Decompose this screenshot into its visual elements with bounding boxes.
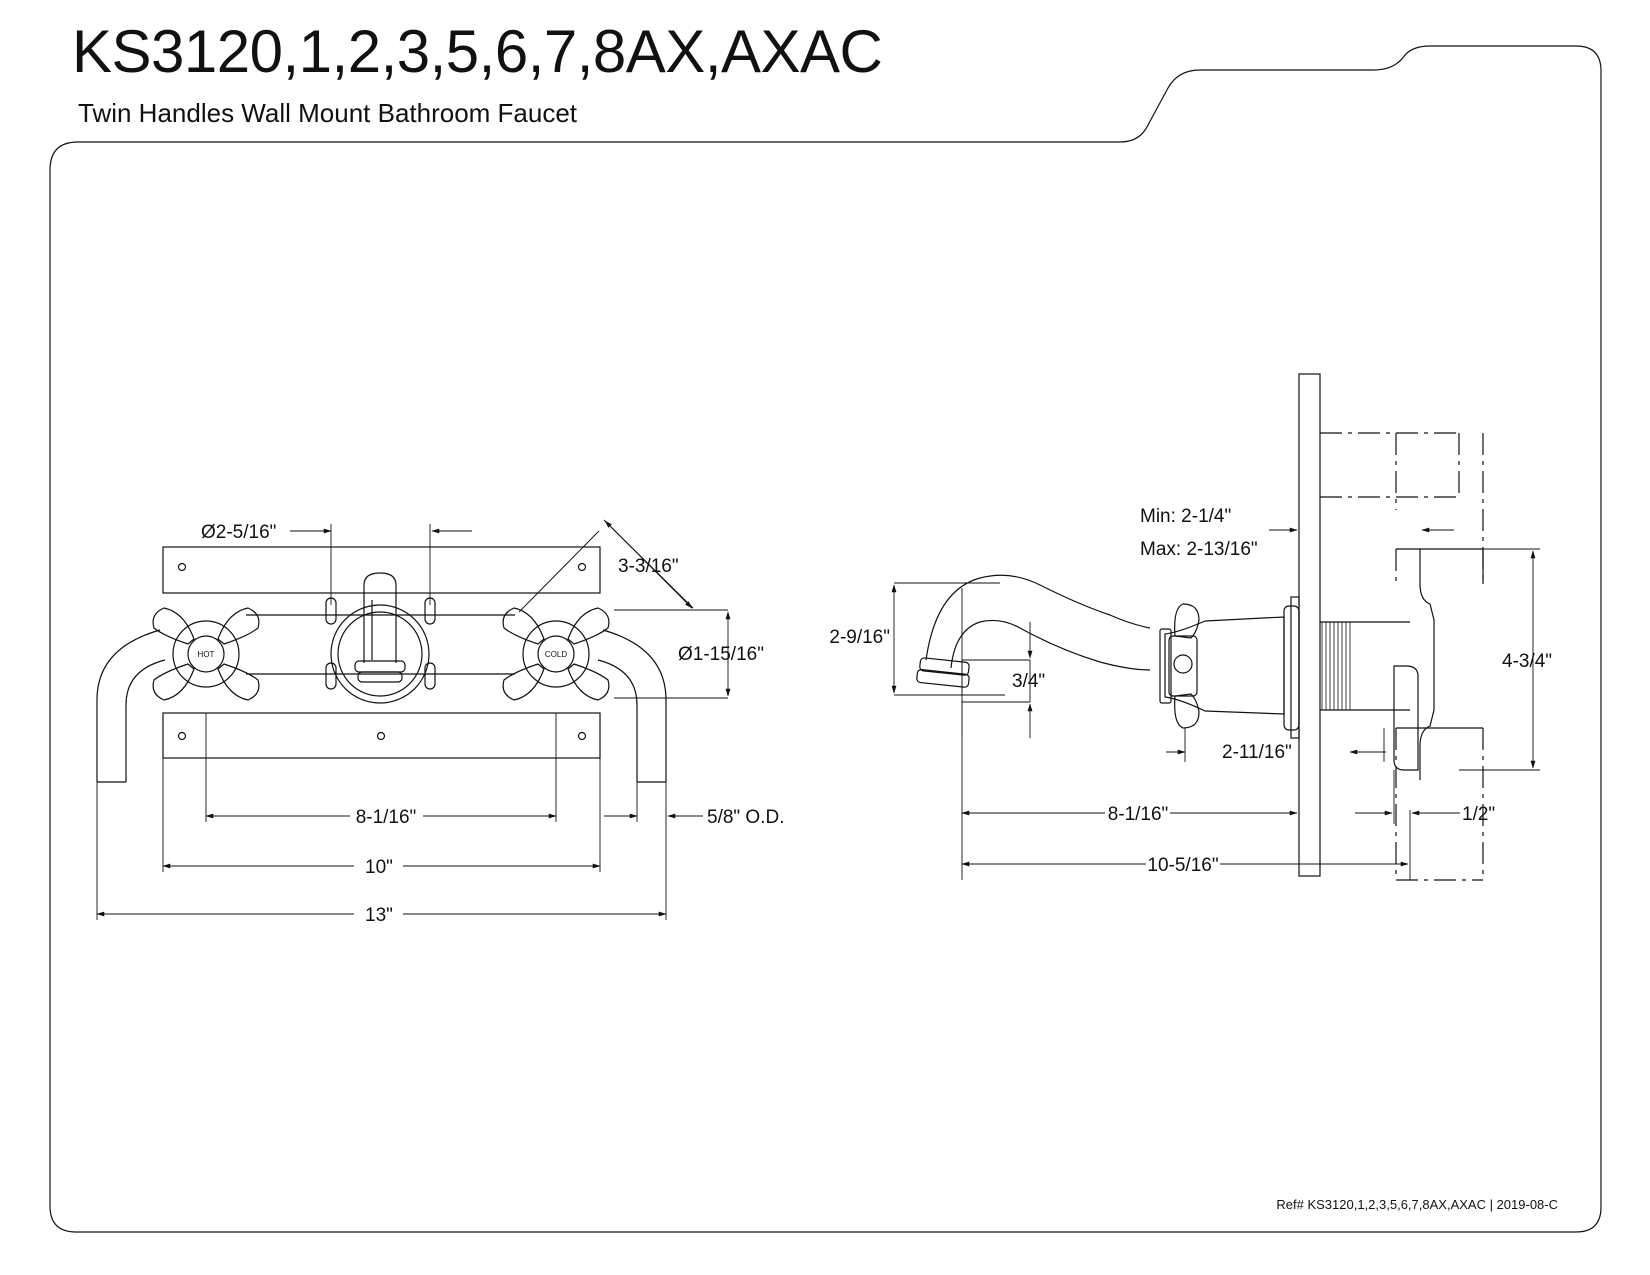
dim-handle-diameter: Ø1-15/16": [678, 644, 764, 665]
dim-overall-depth: 10-5/16": [1147, 855, 1218, 876]
screw-hole: [376, 731, 386, 741]
rough-in-valve: [1419, 549, 1435, 780]
dim-handle-reach: 3-3/16": [618, 556, 679, 577]
dim-handle-offset: 2-11/16": [1222, 742, 1292, 763]
page-subtitle: Twin Handles Wall Mount Bathroom Faucet: [78, 98, 578, 128]
sheet-frame: [49, 45, 1602, 1233]
dim-overall-width: 13": [365, 905, 393, 926]
left-supply-pipe: [96, 629, 161, 782]
screw-hole: [577, 562, 587, 572]
spout-flange: [330, 604, 430, 704]
dim-pipe-od: 5/8" O.D.: [707, 807, 785, 828]
hot-handle: [152, 607, 260, 701]
screw-hole: [177, 562, 187, 572]
dim-outlet: 1/2": [1462, 804, 1495, 825]
dim-valve-height: 4-3/4": [1502, 651, 1552, 672]
reference-number: Ref# KS3120,1,2,3,5,6,7,8AX,AXAC | 2019-…: [1276, 1197, 1558, 1212]
screw-hole: [577, 731, 587, 741]
spout-side: [925, 574, 1151, 661]
side-view: [891, 373, 1540, 881]
dim-spout-reach: 8-1/16": [1108, 804, 1169, 825]
cold-handle-label: COLD: [545, 650, 567, 659]
screw-hole: [177, 731, 187, 741]
page-title: KS3120,1,2,3,5,6,7,8AX,AXAC: [72, 18, 883, 85]
dim-spout-height: 2-9/16": [829, 627, 890, 648]
dim-flange-diameter: Ø2-5/16": [201, 522, 276, 543]
front-view: [96, 519, 731, 920]
handle-side: [1168, 603, 1200, 729]
dim-spout-opening: 3/4": [1012, 671, 1045, 692]
hot-handle-label: HOT: [198, 650, 215, 659]
dim-wall-min: Min: 2-1/4": [1140, 506, 1231, 527]
wall-section: [1298, 373, 1321, 877]
dim-plate-width: 10": [365, 857, 393, 878]
cold-handle: [502, 607, 610, 701]
top-mounting-plate: [162, 546, 601, 594]
dim-center-spread: 8-1/16": [356, 807, 417, 828]
spout-front: [363, 572, 397, 663]
bottom-mounting-plate: [162, 712, 601, 759]
valve-body: [1164, 616, 1285, 715]
right-supply-pipe: [602, 629, 667, 782]
dim-wall-max: Max: 2-13/16": [1140, 539, 1258, 560]
